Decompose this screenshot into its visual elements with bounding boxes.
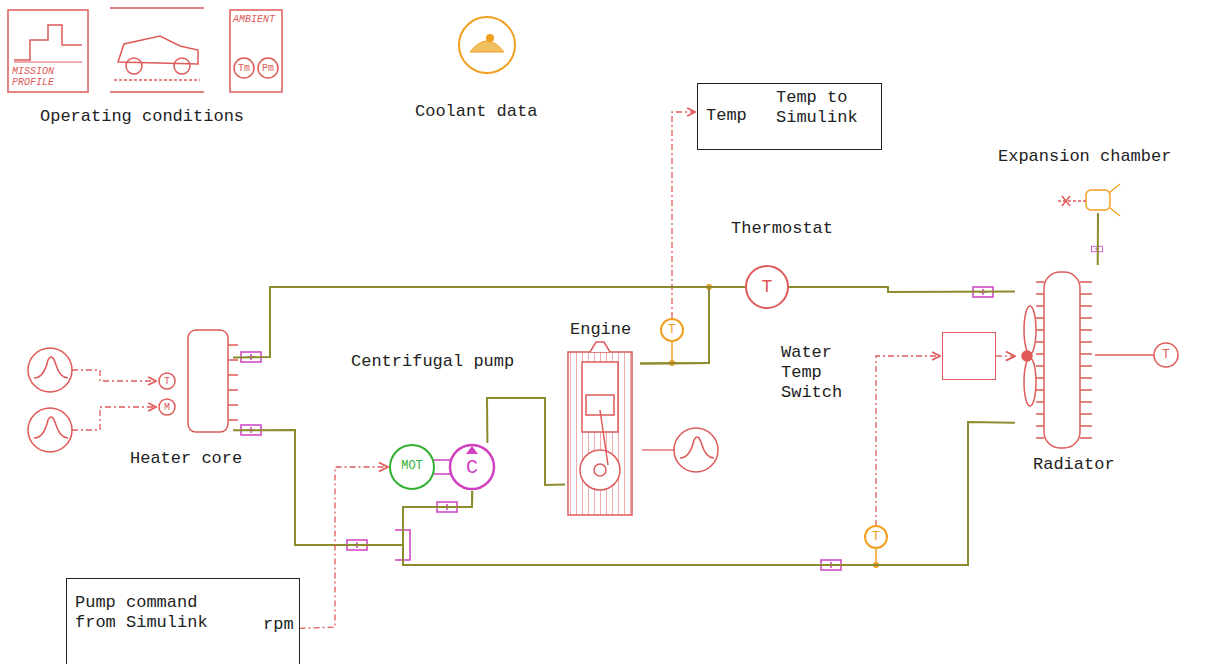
node-label: Water Temp Switch	[781, 343, 853, 403]
text-label: Coolant data	[415, 103, 537, 122]
node-label: Engine	[570, 320, 631, 340]
symbol-letter: MOT	[401, 460, 423, 473]
engine	[568, 342, 632, 515]
symbol-letter: Pm	[262, 63, 274, 74]
pipe-connectors	[241, 246, 1102, 570]
coolant-data-icon	[459, 17, 515, 73]
text-label: MISSION PROFILE	[12, 66, 84, 88]
signal-connector	[300, 467, 388, 628]
pump-and-motor	[390, 445, 494, 489]
node-label: Thermostat	[731, 219, 833, 239]
text-label: Operating conditions	[40, 108, 244, 127]
coolant-pipe	[233, 287, 709, 363]
water-temp-switch: Water Temp Switch	[942, 332, 996, 380]
node-text: Temp to Simulink	[776, 88, 876, 128]
node-label: Radiator	[1033, 455, 1115, 475]
node-label: Heater core	[130, 449, 242, 469]
symbol-letter: T	[872, 530, 880, 544]
node-text: T	[762, 277, 773, 297]
expansion-chamber: Expansion chamber	[1082, 183, 1114, 213]
simulink-input-block: Pump command from Simulink rpm	[66, 578, 300, 664]
symbol-letter: T	[1162, 348, 1170, 362]
symbol-letter: T	[164, 376, 170, 387]
coolant-pipe	[233, 430, 472, 545]
text-label: AMBIENT	[233, 14, 275, 25]
node-label: Pump command from Simulink	[75, 593, 225, 633]
operating-condition-icons	[8, 8, 282, 92]
signal-connector	[996, 355, 1015, 357]
symbol-letter: T	[668, 323, 676, 337]
coolant-pipe	[789, 287, 1015, 292]
expansion-chamber	[1058, 184, 1120, 216]
radiator	[1022, 272, 1092, 448]
signal-line	[876, 356, 940, 526]
thermostat: ThermostatT	[745, 265, 789, 309]
coolant-pipe	[640, 287, 745, 363]
coolant-pipe	[487, 398, 565, 485]
node-label: Temp	[706, 106, 747, 126]
temperature-sensor	[865, 526, 887, 568]
symbol-letter: Tm	[238, 63, 250, 74]
coolant-pipe	[403, 422, 1015, 565]
node-label: Centrifugal pump	[351, 352, 514, 372]
radiator: Radiator	[1015, 265, 1110, 455]
node-label: Expansion chamber	[998, 147, 1171, 167]
simulink-output-block: Temp Temp to Simulink	[697, 83, 882, 150]
symbol-letter: M	[164, 402, 170, 413]
engine: Engine	[565, 350, 640, 518]
symbol-letter: C	[466, 457, 478, 479]
node-text: rpm	[263, 615, 294, 635]
temperature-sensor	[1095, 343, 1178, 367]
temperature-sensor	[661, 284, 712, 366]
coolant-pipe	[1097, 213, 1099, 265]
heater-core	[159, 330, 238, 432]
